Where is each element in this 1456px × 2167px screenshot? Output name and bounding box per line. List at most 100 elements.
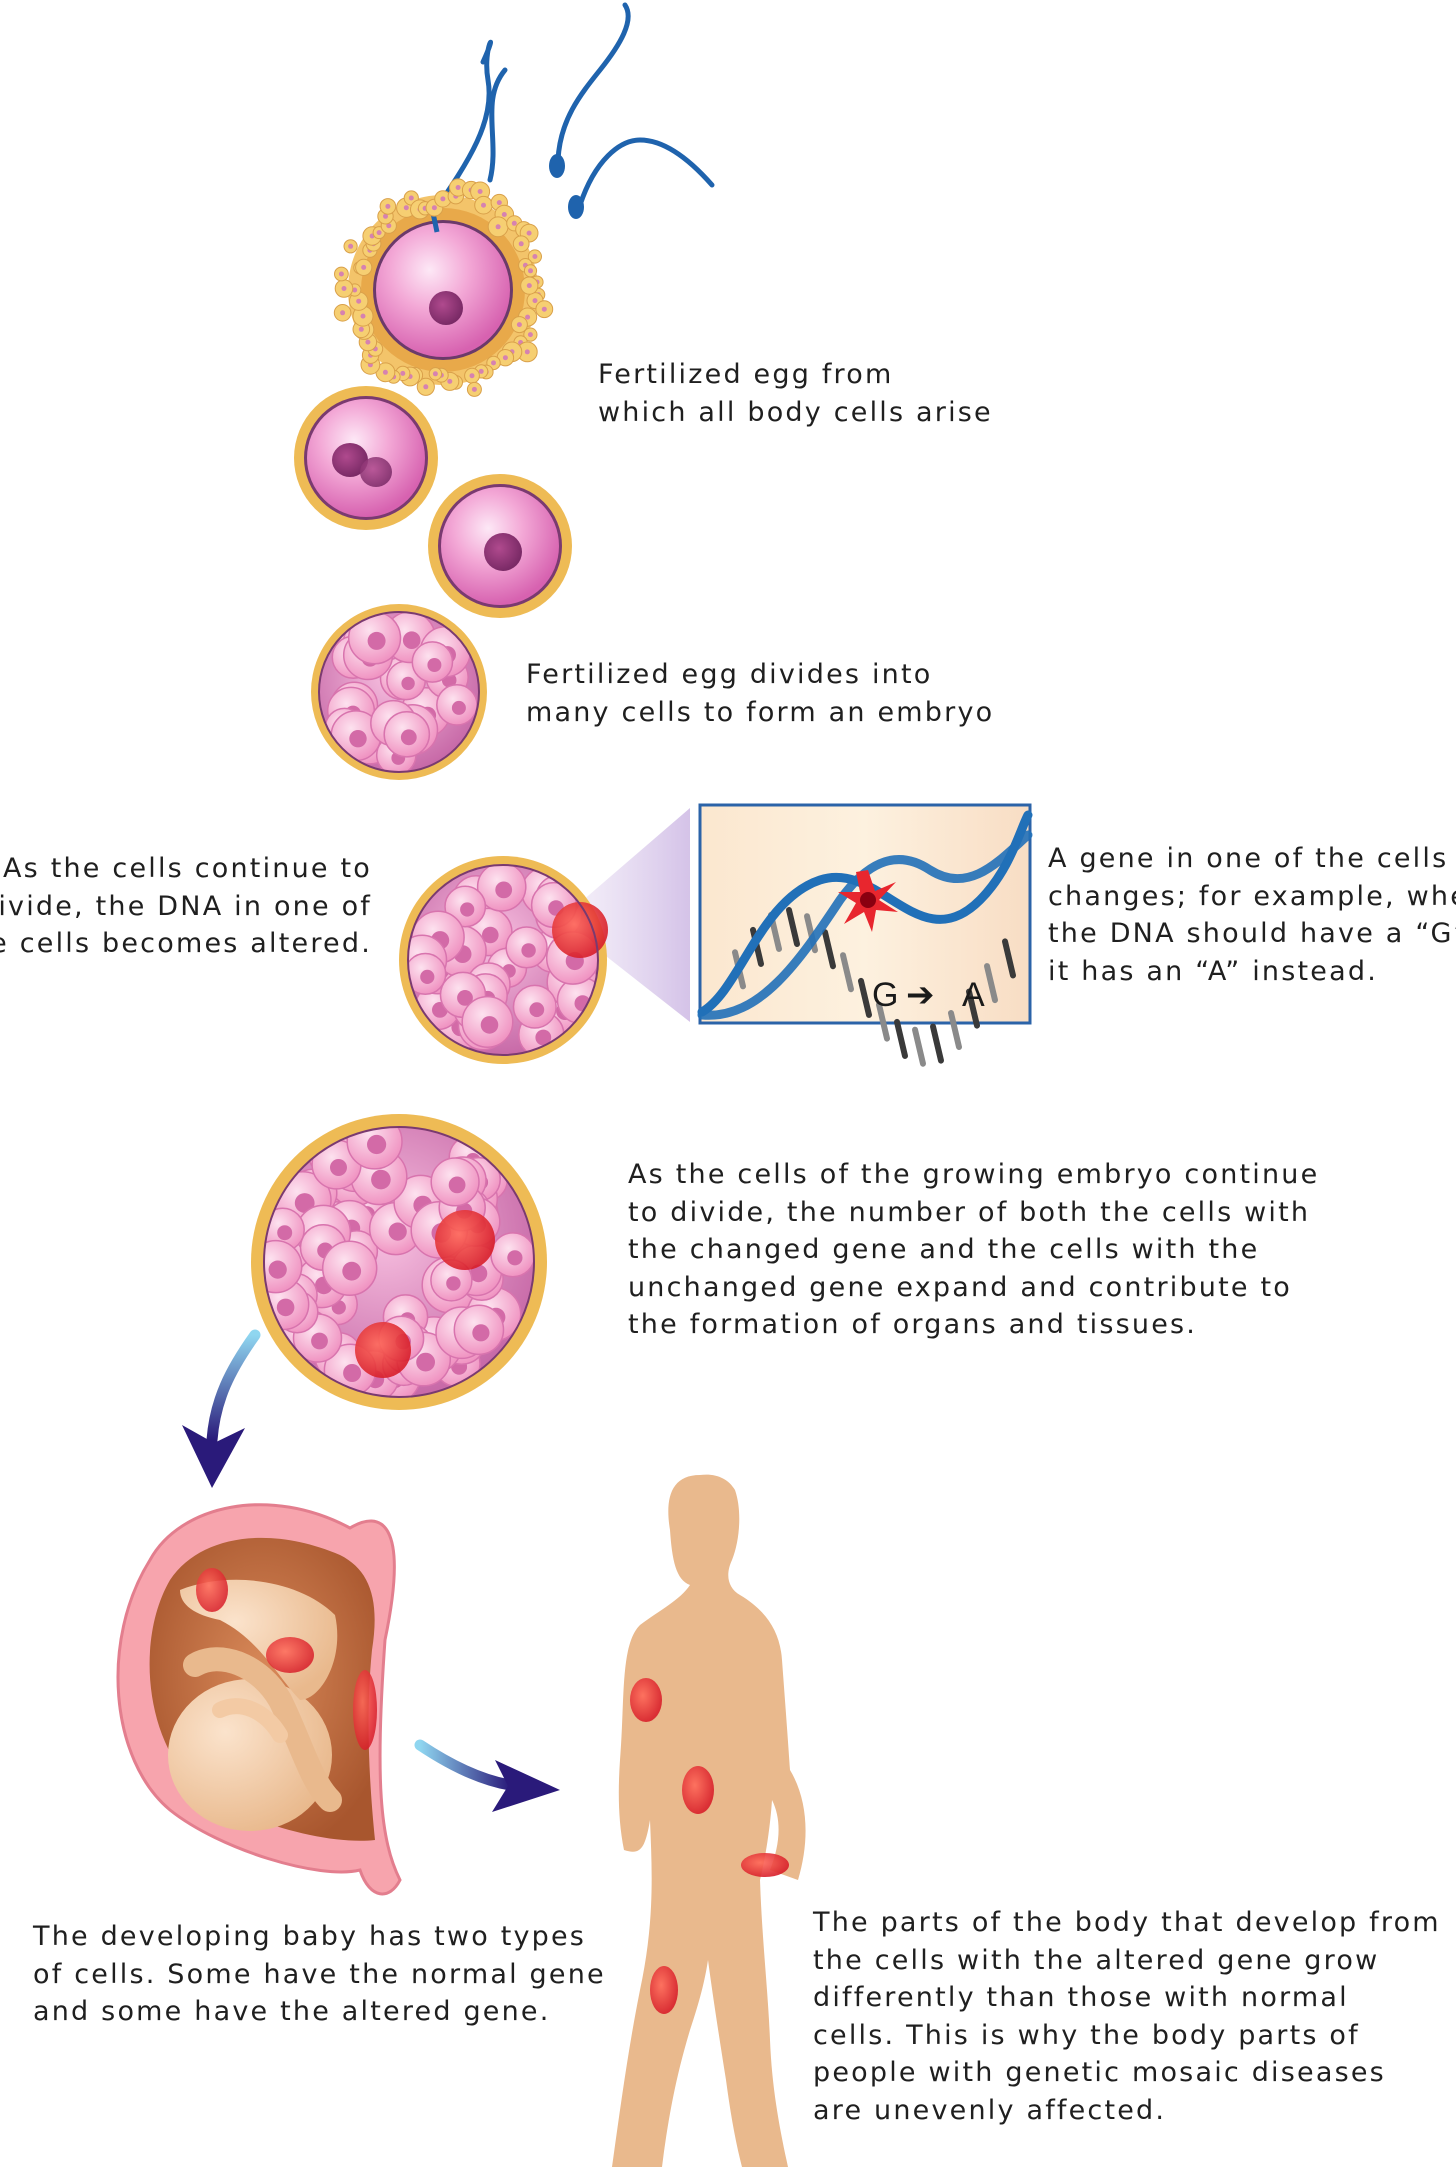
caption-line: As the cells continue to — [2, 853, 372, 884]
caption-line: cells. This is why the body parts of — [813, 2019, 1360, 2051]
corona-cell-nucleus — [403, 205, 409, 211]
corona-cell-nucleus — [440, 196, 446, 202]
dna-base-pair — [840, 952, 854, 993]
corona-cell-nucleus — [524, 349, 530, 355]
caption-line: The developing baby has two types — [33, 1921, 587, 1952]
caption-line: divide, the DNA in one of — [0, 890, 372, 922]
caption-line: the changed gene and the cells with the — [628, 1234, 1260, 1265]
embryo-cell-nucleus — [343, 1364, 362, 1382]
caption-growing-embryo: As the cells of the growing embryo conti… — [628, 1156, 1319, 1344]
embryo-cell-nucleus — [480, 1016, 499, 1034]
embryo-cell-nucleus — [521, 943, 536, 958]
caption-line: Fertilized egg from — [598, 359, 894, 390]
embryo-cell-nucleus — [371, 1169, 391, 1190]
two-cell-stage — [294, 386, 572, 618]
dna-base-pair — [948, 1010, 962, 1050]
corona-cell-nucleus — [352, 287, 358, 293]
embryo-cell-nucleus — [401, 676, 415, 691]
corona-cell-nucleus — [356, 298, 362, 304]
mutation-burst — [838, 870, 898, 932]
caption-line: many cells to form an embryo — [526, 696, 995, 728]
embryo-cell-nucleus — [276, 1298, 295, 1317]
caption-line: differently than those with normal — [813, 1982, 1349, 2013]
corona-cell-nucleus — [348, 243, 354, 249]
caption-line: of cells. Some have the normal gene — [33, 1958, 606, 1990]
corona-cell-nucleus — [478, 368, 484, 374]
caption-line: people with genetic mosaic diseases — [813, 2057, 1386, 2088]
corona-cell-nucleus — [525, 314, 531, 320]
zoom-cone — [560, 808, 690, 1022]
corona-cell-nucleus — [431, 205, 437, 211]
arrow-to-person — [414, 1739, 560, 1812]
caption-line: the cells with the altered gene grow — [813, 1944, 1380, 1976]
caption-dna-altered: As the cells continue to divide, the DNA… — [0, 850, 372, 963]
embryo-cell-nucleus — [367, 631, 386, 650]
sperm-group — [424, 2, 715, 227]
dna-base-pair — [930, 1023, 944, 1064]
corona-cell-nucleus — [527, 332, 533, 338]
corona-cell-nucleus — [358, 326, 364, 332]
corona-cell-nucleus — [455, 185, 461, 190]
dna-inset: G ➔ A — [697, 803, 1033, 1067]
embryo-cell-nucleus — [495, 881, 513, 899]
corona-cell-nucleus — [423, 384, 429, 390]
corona-cell-nucleus — [496, 200, 502, 206]
corona-cell-nucleus — [365, 339, 371, 345]
caption-line: the DNA should have a “G” — [1048, 918, 1456, 949]
corona-cell-nucleus — [495, 224, 501, 230]
embryo-cell-nucleus — [448, 1176, 466, 1194]
corona-cell-nucleus — [383, 213, 388, 219]
corona-cell-nucleus — [341, 286, 347, 291]
caption-body-parts: The parts of the body that develop from … — [813, 1904, 1441, 2129]
corona-cell-nucleus — [382, 369, 388, 375]
embryo-morula — [311, 604, 487, 780]
corona-cell-nucleus — [526, 230, 532, 236]
embryo-cell-nucleus — [349, 730, 367, 748]
corona-cell-nucleus — [360, 313, 366, 319]
corona-cell-nucleus — [432, 371, 438, 377]
embryo-cell-nucleus — [416, 1352, 435, 1372]
caption-line: Fertilized egg divides into — [526, 659, 933, 690]
caption-line: As the cells of the growing embryo conti… — [628, 1159, 1320, 1190]
caption-line: the cells becomes altered. — [0, 928, 372, 959]
caption-line: the formation of organs and tissues. — [628, 1309, 1198, 1340]
mutation-to: A — [962, 976, 985, 1014]
caption-embryo: Fertilized egg divides into many cells t… — [526, 656, 994, 731]
corona-cell-nucleus — [532, 254, 538, 259]
corona-cell-nucleus — [400, 370, 406, 376]
caption-line: unchanged gene expand and contribute to — [628, 1271, 1292, 1303]
caption-line: changes; for example, where — [1048, 880, 1456, 912]
corona-cell-nucleus — [477, 189, 483, 194]
caption-line: it has an “A” instead. — [1048, 955, 1378, 987]
corona-cell-nucleus — [340, 310, 346, 316]
corona-cell-nucleus — [447, 378, 453, 384]
caption-line: A gene in one of the cells — [1048, 843, 1449, 874]
corona-cell-nucleus — [528, 268, 533, 274]
embryo-cell-nucleus — [451, 700, 466, 715]
embryo-cell-nucleus — [420, 969, 435, 985]
caption-gene-change: A gene in one of the cells changes; for … — [1048, 840, 1456, 990]
person-silhouette — [612, 1474, 806, 2167]
corona-cell-nucleus — [385, 203, 391, 209]
embryo-cell-nucleus — [311, 1332, 328, 1350]
caption-developing-baby: The developing baby has two types of cel… — [33, 1918, 606, 2031]
corona-cell-nucleus — [501, 212, 507, 217]
embryo-cell-nucleus — [535, 1029, 552, 1046]
corona-cell-nucleus — [376, 230, 382, 236]
embryo-cell-nucleus — [507, 1250, 523, 1266]
caption-line: to divide, the number of both the cells … — [628, 1196, 1311, 1228]
corona-cell-nucleus — [516, 322, 522, 328]
caption-line: are unevenly affected. — [813, 2094, 1167, 2126]
altered-cell — [552, 902, 608, 958]
embryo-cell-nucleus — [388, 1222, 407, 1241]
arrow-to-fetus — [182, 1329, 261, 1488]
dna-base-pair — [786, 907, 800, 947]
corona-cell-nucleus — [491, 360, 496, 366]
corona-cell-nucleus — [518, 241, 524, 247]
embryo-cell-nucleus — [446, 1276, 461, 1291]
embryo-cell-nucleus — [460, 902, 475, 917]
embryo-cell-nucleus — [367, 1134, 387, 1155]
embryo-cell-nucleus — [277, 1225, 293, 1241]
corona-cell-nucleus — [471, 386, 477, 392]
